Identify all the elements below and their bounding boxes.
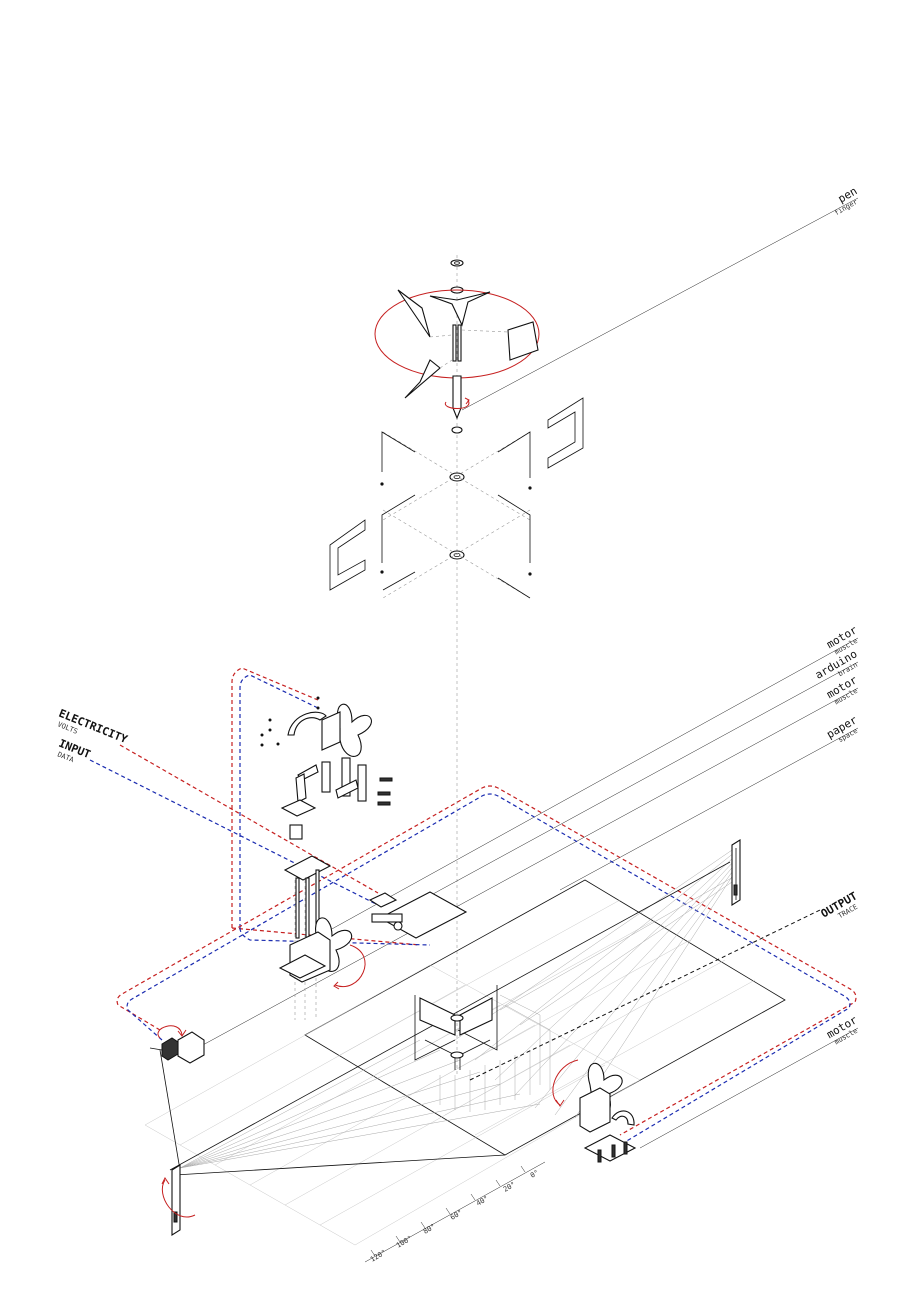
spindle-shaft-2 [457, 324, 462, 362]
electricity-line [119, 744, 379, 894]
hub-lower [449, 550, 465, 560]
frame-arm-mid-left [381, 494, 416, 563]
angle-tick-60: 60° [449, 1208, 464, 1221]
pulley-cable-fan-left [159, 1039, 541, 1176]
servo-plate-upper [280, 799, 317, 817]
base-plate-upper [283, 855, 332, 881]
arduino-board [368, 891, 468, 939]
paper-sheets [144, 879, 786, 1246]
motor-bottom-leader [639, 1027, 859, 1149]
angle-tick-120: 120° [369, 1248, 388, 1263]
motor-mount-upper [321, 711, 341, 751]
motor-mid-leader [189, 687, 859, 1053]
linkage-parts [295, 757, 393, 806]
washer-third [451, 426, 463, 434]
middle-motor-assembly [278, 917, 366, 990]
arc-bracket-upper [287, 711, 327, 736]
angle-tick-80: 80° [422, 1222, 437, 1235]
servo-body-upper [289, 824, 303, 840]
rotation-arrowhead-middle [333, 981, 340, 990]
blade-link-3 [439, 359, 453, 369]
arm-connector-2 [382, 431, 531, 521]
angle-tick-20: 20° [502, 1180, 517, 1193]
paper-leader [559, 727, 859, 891]
standoff-1 [295, 877, 300, 939]
pen-rotation-arrowhead [464, 397, 470, 405]
arm-connector-4 [382, 509, 531, 599]
bolts-upper [260, 696, 320, 747]
pulley-post-left [161, 1164, 196, 1236]
upper-motor-exploded-assembly [260, 696, 393, 1020]
output-label: OUTPUT TRACE [819, 889, 860, 920]
rotation-arrow-middle [334, 944, 366, 988]
screw-3 [380, 570, 384, 574]
pulley-cable-fan-right [169, 847, 736, 1171]
spindle-shaft [452, 324, 457, 362]
frame-arm-lower-right [497, 577, 531, 599]
bracket-template-right [547, 397, 584, 469]
rotor-blade-right [507, 321, 539, 361]
washer-top [450, 259, 464, 267]
blade-link-1 [461, 329, 509, 333]
motor-top-leader [329, 637, 859, 931]
pen-leader-line [461, 197, 859, 411]
input-line [89, 759, 379, 906]
paper-sheet-main [304, 879, 786, 1156]
screw-4 [528, 572, 532, 576]
blade-link-2 [429, 334, 453, 338]
arduino-connector [371, 913, 403, 923]
arc-bracket-bottom [611, 1110, 635, 1126]
input-loop-lower [239, 927, 431, 946]
bracket-template-left [329, 519, 366, 591]
standoff-2 [305, 877, 310, 939]
angle-tick-100: 100° [395, 1234, 414, 1249]
bottom-motor-assembly [552, 1059, 637, 1163]
pen-body [452, 375, 462, 420]
screw-2 [528, 486, 532, 490]
central-drawing-frame [414, 985, 551, 1112]
arduino-jack [393, 921, 403, 931]
frame-arm-lower-left [382, 571, 416, 591]
input-loop-big [126, 793, 851, 1146]
angle-tick-40: 40° [475, 1194, 490, 1207]
rotation-arrow-left-post [161, 1179, 196, 1218]
screw-1 [380, 482, 384, 486]
rotor-blade-left [397, 289, 431, 338]
output-line [469, 909, 821, 1081]
rotor-blade-lower [404, 359, 441, 399]
pen-rotor-assembly [374, 259, 540, 434]
frame-arm-mid-right [497, 494, 531, 563]
arduino-leader [399, 661, 859, 913]
angle-ticks [370, 1165, 526, 1257]
stepper-motor-left [149, 1025, 205, 1064]
frame-arm-upper-left [381, 431, 416, 472]
angle-scale: 120° 100° 80° 60° 40° 20° 0° [364, 1161, 546, 1264]
motor-housing-bottom [579, 1087, 611, 1133]
input-loop-upper [239, 674, 319, 928]
frame-arms-assembly [329, 397, 584, 599]
paper-label: paper space [824, 713, 860, 744]
paper-grid-lines [179, 899, 756, 1226]
motor-base-middle [278, 954, 327, 979]
electricity-loop-upper [231, 667, 319, 928]
pulley-post-right [731, 839, 741, 906]
electricity-loop-big [116, 785, 857, 1136]
arduino-chip [368, 892, 398, 908]
washer-top-inner [454, 261, 460, 265]
propeller-upper [336, 703, 372, 757]
rotor-hub-star [429, 291, 491, 327]
pen-rotation-arrow [445, 399, 470, 409]
input-label: INPUT DATA [56, 737, 93, 765]
pen-label: pen finger [833, 184, 859, 217]
frame-arm-upper-right [497, 431, 531, 478]
angle-tick-0: 0° [529, 1169, 540, 1180]
hub-upper [449, 472, 465, 482]
